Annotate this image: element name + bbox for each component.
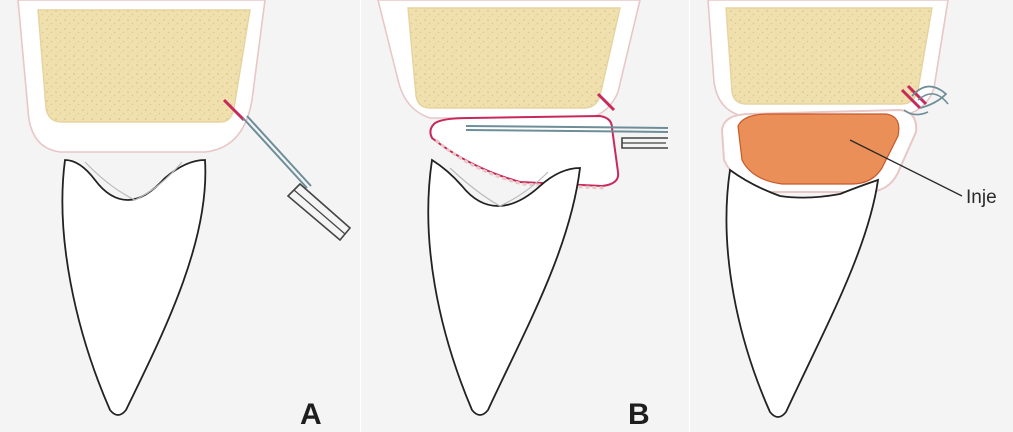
panel-a-bone [38, 10, 250, 122]
panel-c-callout-label: Inje [966, 187, 997, 208]
panel-b: B [361, 0, 689, 432]
panel-a-letter: A [300, 398, 322, 431]
panel-a: A [0, 0, 360, 432]
panel-c: Inje [690, 0, 1013, 432]
panel-b-bone [408, 8, 620, 108]
panel-b-letter: B [628, 398, 650, 431]
panel-c-injection [738, 114, 899, 184]
panel-c-bone [726, 8, 932, 104]
